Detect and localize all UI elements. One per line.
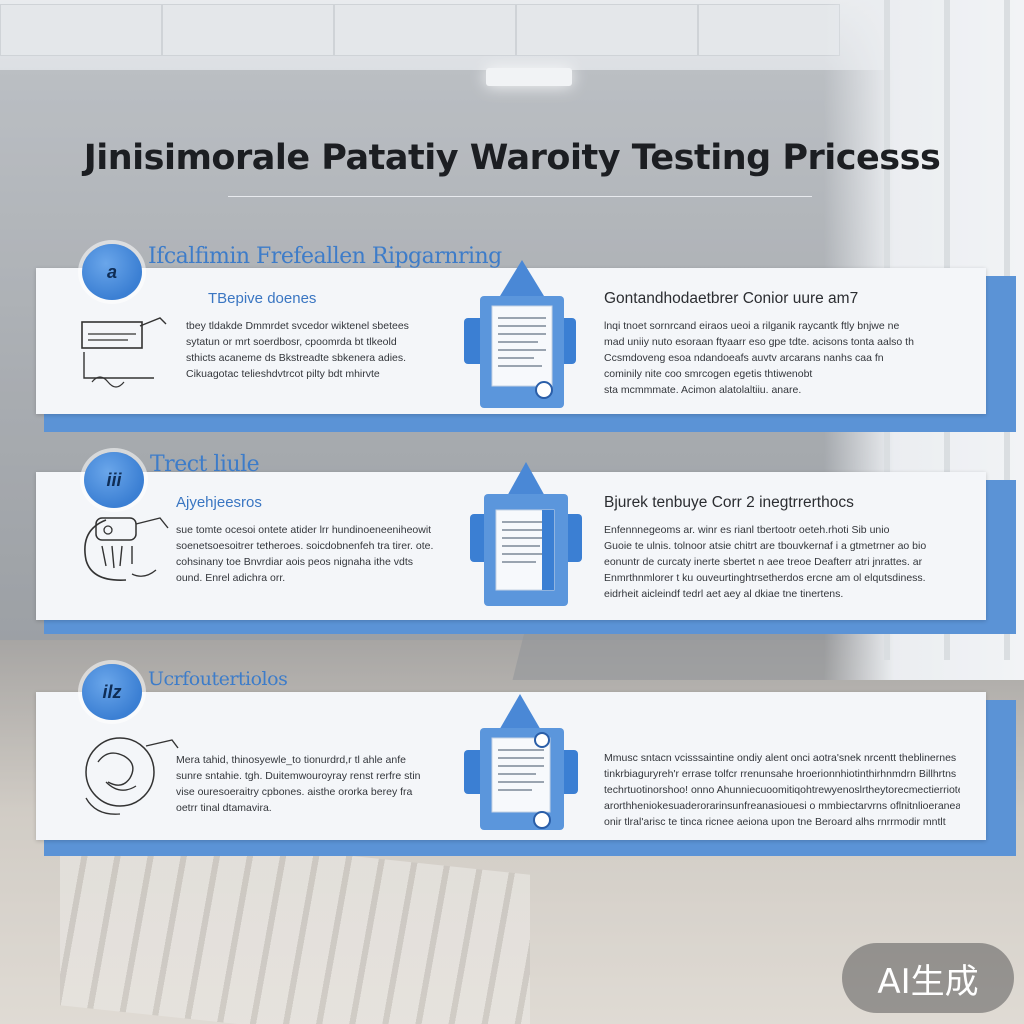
step-badge: ilz — [82, 664, 142, 720]
left-body-text: sue tomte ocesoi ontete atider lrr hundi… — [176, 524, 434, 584]
left-body-text: tbey tldakde Dmmrdet svcedor wiktenel sb… — [186, 320, 409, 380]
step-badge: iii — [84, 452, 144, 508]
right-body-text: lnqi tnoet sornrcand eiraos ueoi a rilga… — [604, 320, 914, 396]
right-title: Bjurek tenbuye Corr 2 inegtrrerthocs — [604, 494, 854, 511]
step-heading: Trect liule — [150, 452, 260, 477]
right-title: Gontandhodaetbrer Conior uure am7 — [604, 290, 859, 307]
page-title: Jinisimorale Patatiy Waroity Testing Pri… — [83, 138, 941, 178]
right-body-text: Enfennnegeoms ar. winr es rianl tbertoot… — [604, 524, 927, 600]
right-body-text: Mmusc sntacn vcisssaintine ondiy alent o… — [604, 752, 960, 828]
document-icon — [464, 694, 578, 830]
ceiling-lamp — [486, 68, 572, 86]
title-divider — [228, 196, 812, 197]
left-subtitle: Ajyehjeesros — [176, 494, 262, 511]
left-subtitle: TBepive doenes — [208, 290, 317, 307]
step-badge: a — [82, 244, 142, 300]
sketch-illustration — [85, 737, 179, 815]
sketch-illustration — [84, 517, 169, 581]
sketch-illustration — [81, 317, 167, 388]
step-heading: Ifcalfimin Frefeallen Ripgarnring — [148, 244, 502, 269]
ai-generated-watermark: AI生成 — [842, 943, 1014, 1013]
document-icon — [470, 462, 582, 606]
document-icon — [464, 260, 576, 408]
step-heading: Ucrfoutertiolos — [148, 668, 288, 690]
left-body-text: Mera tahid, thinosyewle_to tionurdrd,r t… — [176, 754, 421, 814]
